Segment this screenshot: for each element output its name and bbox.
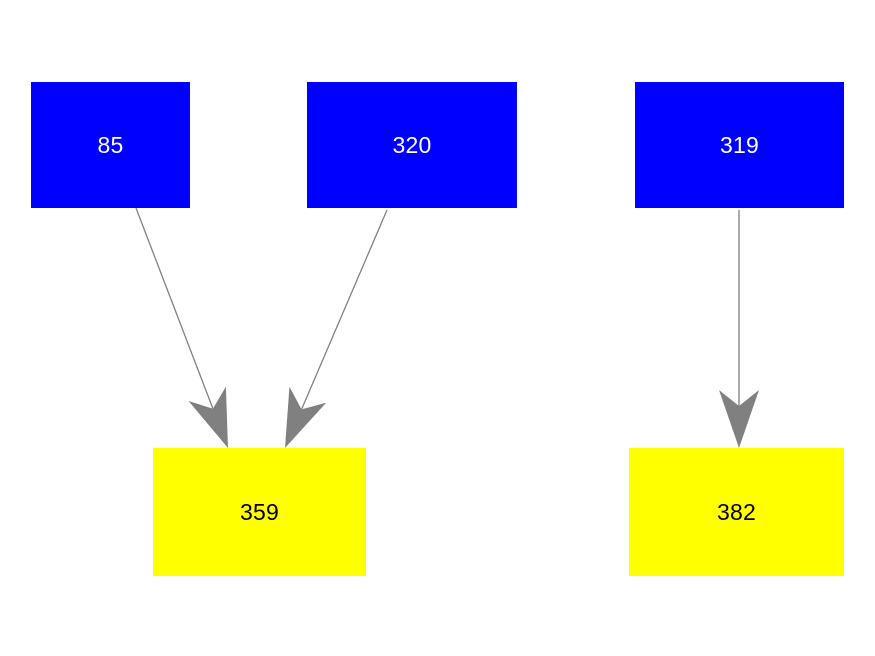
node-label-382: 382: [717, 498, 756, 525]
node-label-359: 359: [240, 498, 279, 525]
node-label-319: 319: [720, 131, 759, 158]
node-label-320: 320: [392, 131, 432, 158]
edges-group: [135, 207, 759, 448]
node-label-85: 85: [97, 131, 124, 158]
arrowhead-85-to-359: [188, 386, 228, 448]
node-382[interactable]: 382: [629, 448, 844, 576]
node-320[interactable]: 320: [307, 82, 517, 208]
arrowhead-320-to-359: [285, 386, 327, 448]
node-319[interactable]: 319: [635, 82, 844, 208]
node-85[interactable]: 85: [31, 82, 190, 208]
edge-line-85-to-359: [135, 207, 214, 410]
node-359[interactable]: 359: [153, 448, 366, 576]
edge-line-320-to-359: [300, 209, 388, 410]
arrowhead-319-to-382: [719, 390, 759, 448]
